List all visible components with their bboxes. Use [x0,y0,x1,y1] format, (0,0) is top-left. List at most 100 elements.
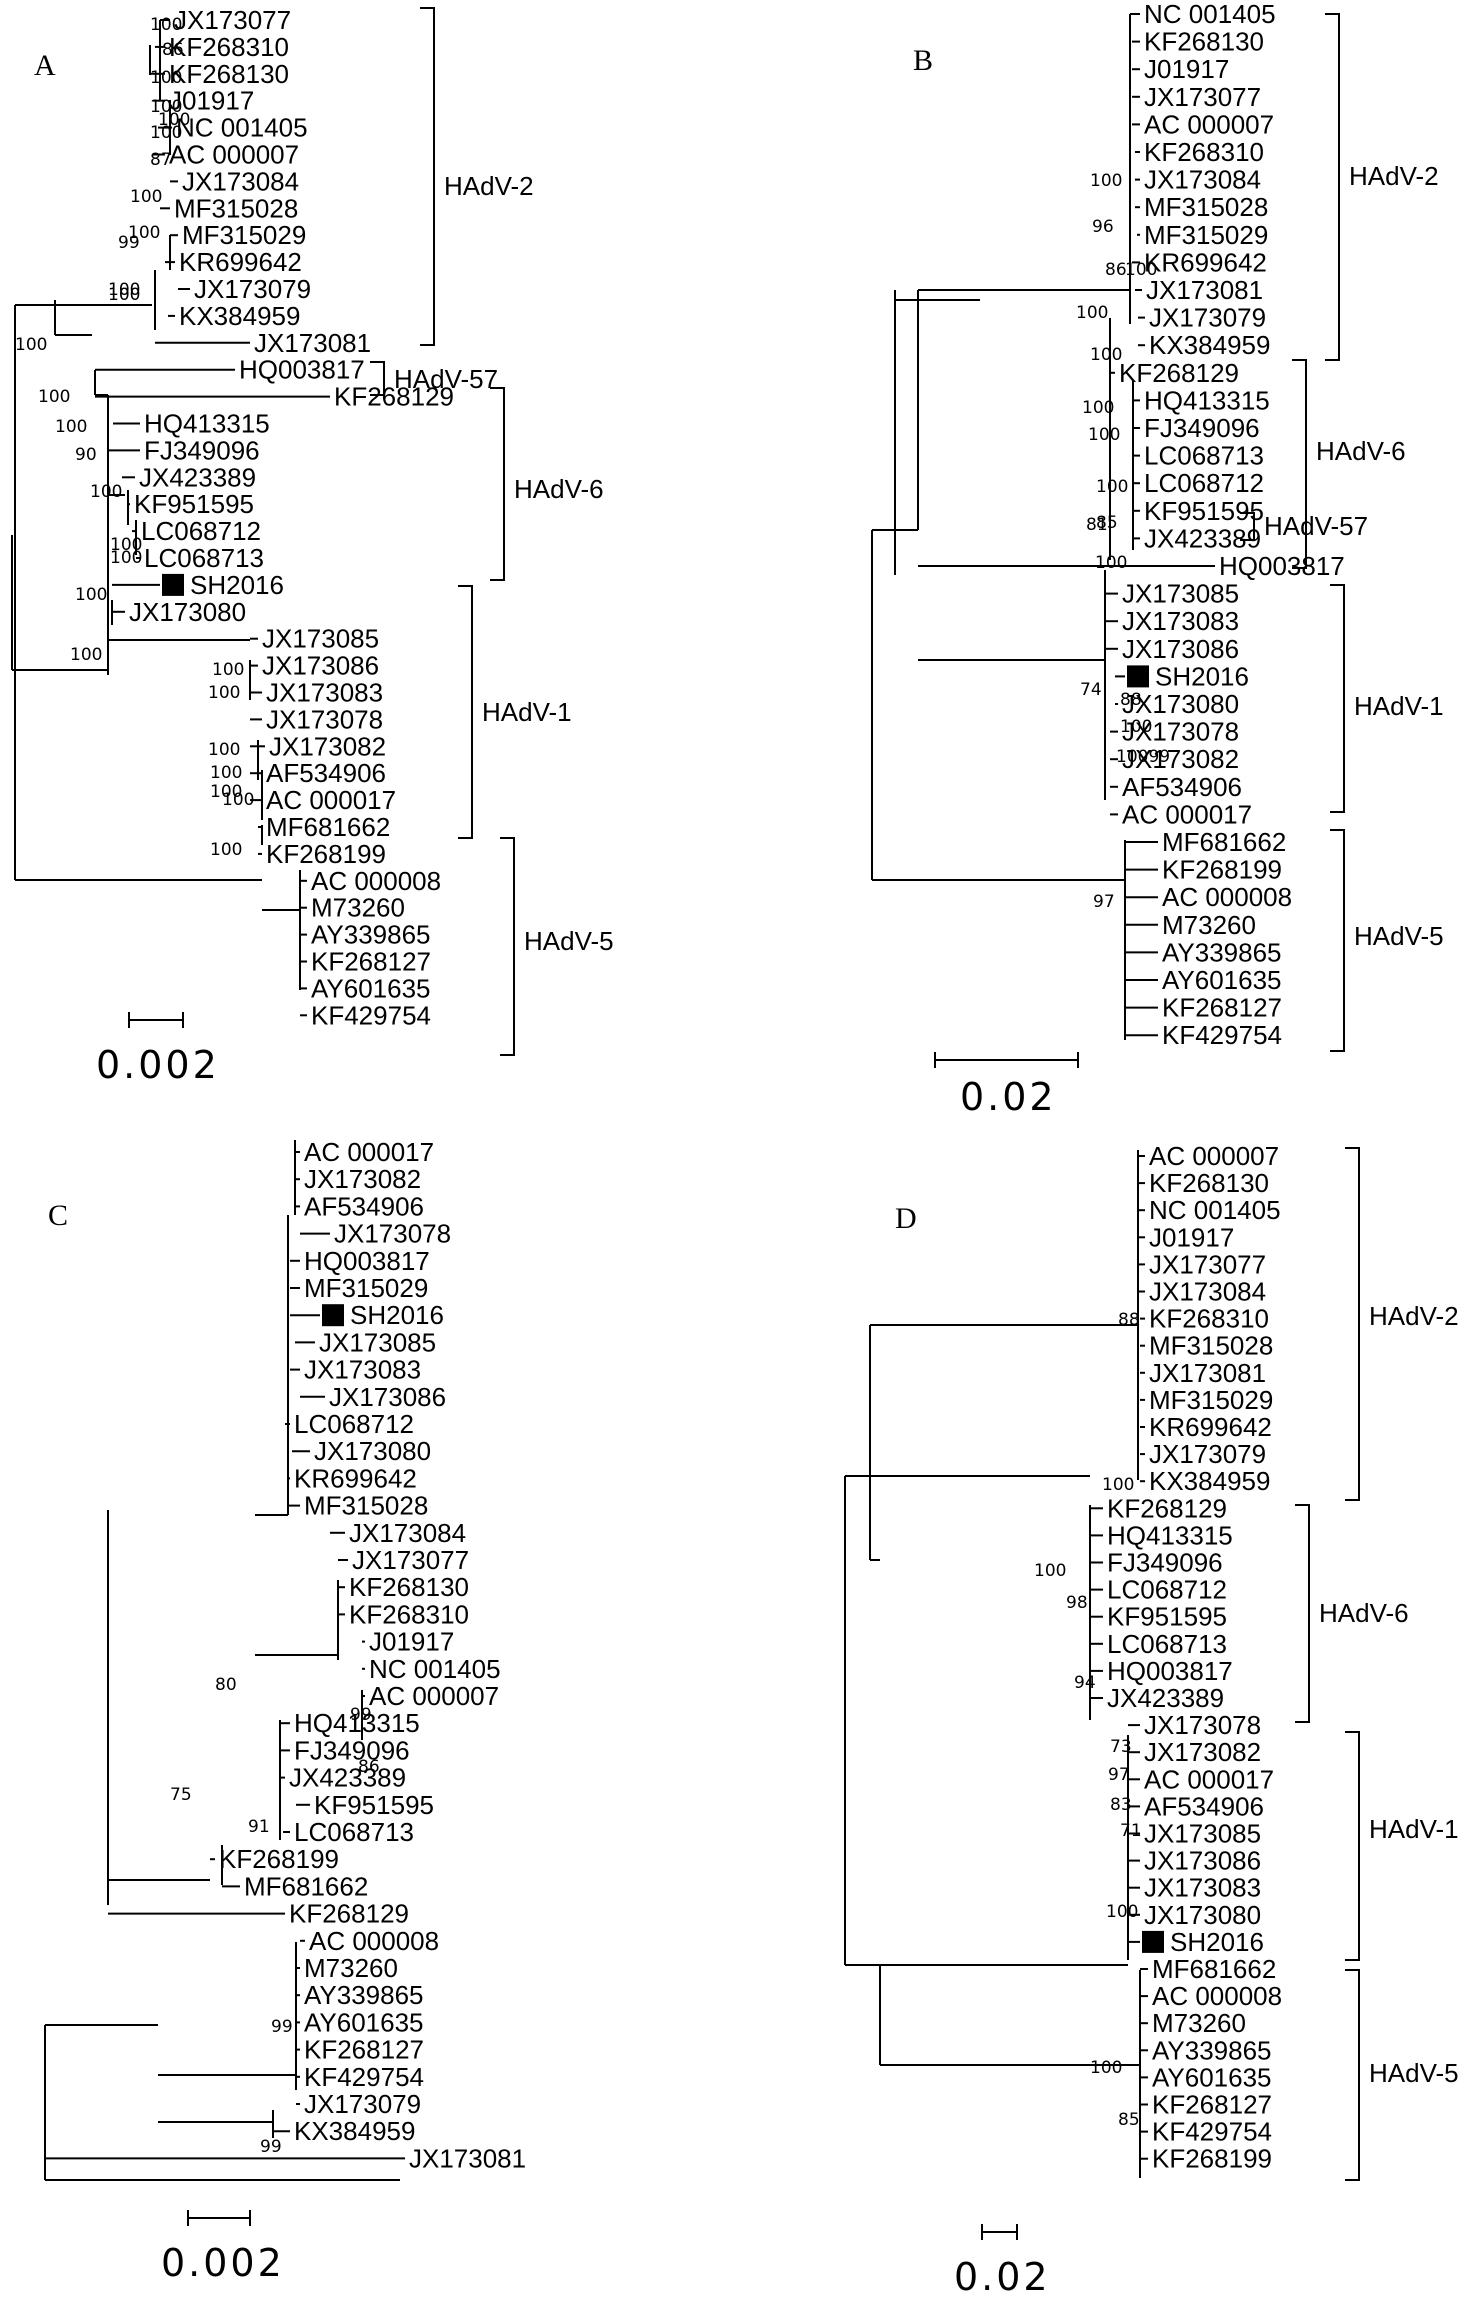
bootstrap-value: 100 [212,660,244,680]
taxon-label: LC068712 [1107,1575,1227,1605]
taxon-label: AC 000017 [304,1137,434,1167]
taxon-label: KF268199 [1162,855,1282,885]
taxon-label: AY339865 [311,920,431,950]
bootstrap-value: 100 [1095,553,1127,573]
taxon-label: KR699642 [1144,247,1267,277]
taxon-label: HQ003817 [304,1246,430,1276]
taxon-label: LC068713 [294,1817,414,1847]
clade-label: HAdV-57 [394,364,498,394]
taxon-label: KF268129 [1119,358,1239,388]
taxon-label: KF951595 [1107,1602,1227,1632]
taxon-label: AY601635 [1162,965,1282,995]
taxon-label: MF315028 [1149,1331,1273,1361]
bootstrap-value: 100 [108,285,140,305]
bootstrap-value: 99 [271,2017,293,2037]
sample-marker-square [162,573,184,596]
taxon-label: JX173079 [1149,303,1266,333]
bootstrap-value: 100 [222,790,254,810]
taxon-label: AC 000008 [1162,882,1292,912]
scale-bar-a: 0.002 [96,1012,220,1087]
bootstrap-value: 100 [150,123,182,143]
taxon-label: KF429754 [1152,2117,1272,2147]
taxon-label: JX173081 [1146,275,1263,305]
taxon-label: SH2016 [1170,1927,1264,1957]
taxon-label: MF315029 [1149,1385,1273,1415]
taxon-label: HQ413315 [144,409,270,439]
taxon-label: KF268130 [169,59,289,89]
taxon-label: J01917 [369,1627,454,1657]
bootstrap-value: 100 [1090,2058,1122,2078]
taxon-label: JX173082 [304,1164,421,1194]
bootstrap-value: 75 [170,1785,192,1805]
taxon-label: KF429754 [1162,1020,1282,1050]
bootstrap-value: 100 [130,187,162,207]
taxon-label: JX173085 [1144,1819,1261,1849]
taxon-label: AC 000008 [1152,1981,1282,2011]
taxon-label: NC 001405 [1144,0,1276,29]
taxon-label: JX173083 [304,1355,421,1385]
taxon-label: JX173081 [254,328,371,358]
taxon-label: JX173086 [1122,634,1239,664]
taxon-label: JX173083 [1144,1873,1261,1903]
taxon-label: KX384959 [179,301,300,331]
clade-label: HAdV-1 [482,697,572,727]
taxon-label: J01917 [1144,54,1229,84]
bootstrap-value: 73 [1110,1737,1132,1757]
bootstrap-value: 98 [1066,1593,1088,1613]
bootstrap-value: 100 [150,97,182,117]
taxon-label: KX384959 [1149,1466,1270,1496]
taxon-label: JX173082 [269,731,386,761]
taxon-label: JX173084 [1149,1277,1266,1307]
taxon-label: JX423389 [1107,1683,1224,1713]
taxon-label: JX173077 [1144,82,1261,112]
bootstrap-value: 83 [1110,1795,1132,1815]
scale-label-a: 0.002 [96,1043,220,1087]
taxon-label: AC 000008 [311,866,441,896]
taxon-label: AF534906 [266,758,386,788]
taxon-label: MF315029 [304,1273,428,1303]
taxon-label: LC068712 [1144,468,1264,498]
taxon-label: KF951595 [134,489,254,519]
bootstrap-value: 100 [158,110,190,130]
taxon-label: KF268199 [219,1844,339,1874]
bootstrap-value: 86 [162,40,184,60]
bootstrap-value: 100 [150,15,182,35]
taxon-label: KF268310 [349,1599,469,1629]
panel-letter-d: D [895,1202,917,1235]
taxon-label: M73260 [1162,910,1256,940]
bootstrap-value: 100 [208,740,240,760]
taxon-label: JX173080 [314,1436,431,1466]
taxon-label: SH2016 [350,1300,444,1330]
taxon-label: KX384959 [1149,330,1270,360]
clade-label: HAdV-1 [1354,691,1444,721]
taxon-label: KR699642 [294,1463,417,1493]
clade-bracket [490,387,505,581]
scale-label-c: 0.002 [161,2241,285,2285]
bootstrap-value: 100 [150,68,182,88]
clade-bracket [1325,13,1340,361]
scale-bar-d: 0.02 [954,2224,1048,2298]
taxon-label: AF534906 [304,1191,424,1221]
taxon-label: KF268127 [1162,993,1282,1023]
taxon-label: JX173080 [1144,1900,1261,1930]
taxon-label: HQ003817 [1107,1656,1233,1686]
taxon-label: JX173086 [329,1382,446,1412]
taxon-label: LC068712 [141,516,261,546]
clade-bracket [500,837,515,1056]
taxon-label: MF681662 [1162,827,1286,857]
taxon-label: KF268127 [1152,2090,1272,2120]
taxon-label: MF315028 [1144,192,1268,222]
taxon-label: MF315028 [304,1491,428,1521]
bootstrap-value: 100 [90,482,122,502]
bootstrap-value: 87 [150,150,172,170]
taxon-label: KF268130 [349,1572,469,1602]
clade-label: HAdV-2 [444,171,534,201]
bootstrap-value: 85 [1118,2110,1140,2130]
taxon-label: KX384959 [294,2116,415,2146]
panel-letter-b: B [913,44,933,77]
clade-bracket [420,7,435,346]
bootstrap-value: 86 [358,1757,380,1777]
